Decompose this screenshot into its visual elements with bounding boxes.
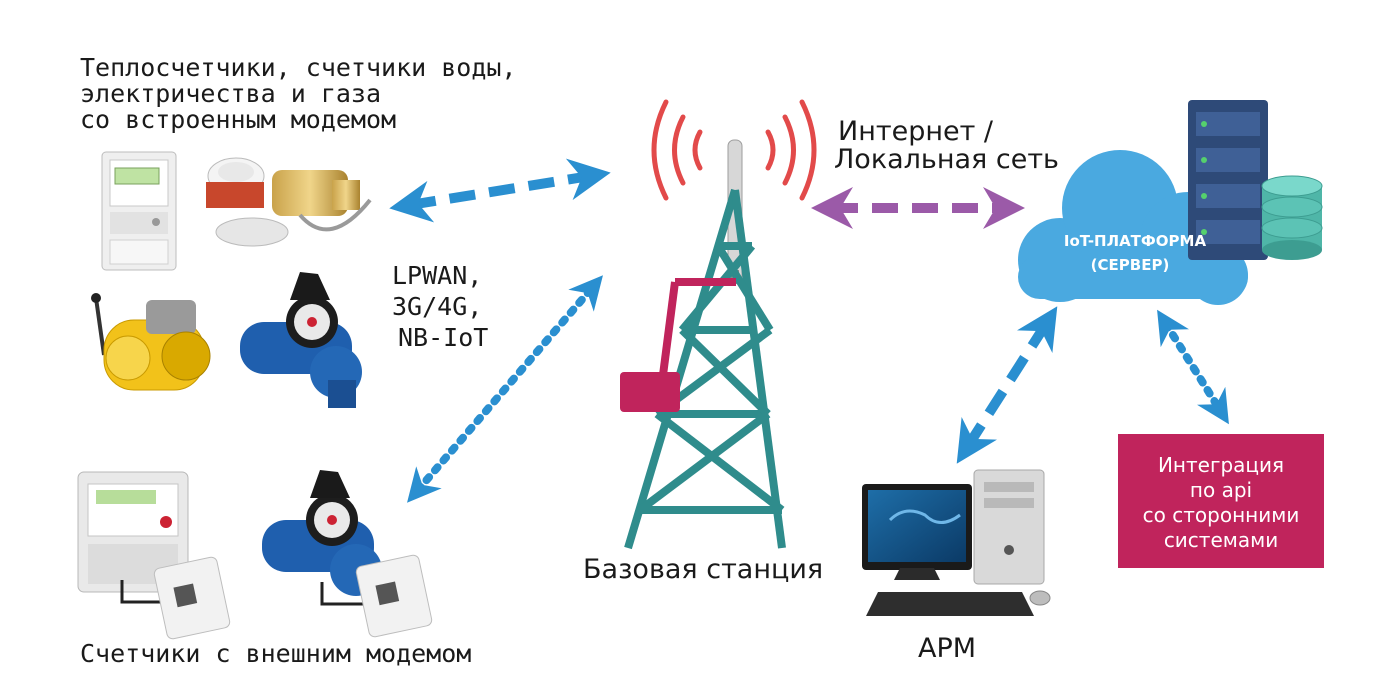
network-line-1: LPWAN, (392, 261, 482, 290)
iot-platform-title: IoT-ПЛАТФОРМА (1064, 232, 1207, 250)
signal-waves-icon (651, 99, 817, 201)
arrow-cloud-to-workstation (956, 306, 1058, 464)
workstation-label: АРМ (918, 633, 976, 664)
internet-line-1: Интернет / (838, 116, 994, 147)
network-line-3: NB-IoT (398, 323, 488, 352)
arrow-meters-to-station (389, 158, 611, 223)
base-station-label: Базовая станция (583, 554, 823, 585)
arrow-external-to-station (407, 275, 603, 503)
heat-meter-icon (206, 157, 372, 247)
gas-meter-icon (91, 293, 211, 391)
keyboard-icon (866, 590, 1051, 616)
meters-external-label: Счетчики с внешним модемом (80, 639, 471, 668)
tower-icon (624, 188, 786, 550)
integration-line-4: системами (1164, 528, 1278, 552)
meters-builtin-line-2: электричества и газа (80, 79, 381, 108)
tower-accent-icon (620, 278, 736, 412)
meters-builtin-line-1: Теплосчетчики, счетчики воды, (80, 53, 517, 82)
server-rack-icon (1188, 100, 1268, 260)
integration-line-3: со сторонними (1143, 503, 1300, 527)
external-modem-2-icon (320, 554, 433, 638)
electricity-meter-external-icon (77, 471, 189, 593)
external-modem-icon (120, 556, 231, 640)
meters-builtin-line-3: со встроенным модемом (80, 105, 396, 134)
arrow-cloud-to-integration (1157, 309, 1229, 425)
water-meter-icon (240, 272, 362, 408)
monitor-icon (862, 484, 972, 580)
integration-line-2: по api (1190, 478, 1252, 502)
internet-label: Интернет / Локальная сеть (834, 116, 1059, 175)
iot-platform-subtitle: (СЕРВЕР) (1091, 256, 1170, 274)
internet-line-2: Локальная сеть (834, 144, 1059, 175)
integration-line-1: Интеграция (1158, 453, 1284, 477)
network-types-label: LPWAN, 3G/4G, NB-IoT (392, 261, 488, 352)
pc-tower-icon (973, 469, 1045, 585)
database-icon (1261, 175, 1323, 260)
network-line-2: 3G/4G, (392, 292, 482, 321)
meters-builtin-label: Теплосчетчики, счетчики воды, электричес… (80, 53, 517, 134)
electricity-meter-icon (101, 151, 177, 271)
integration-box: Интеграция по api со сторонними системам… (1118, 434, 1324, 568)
